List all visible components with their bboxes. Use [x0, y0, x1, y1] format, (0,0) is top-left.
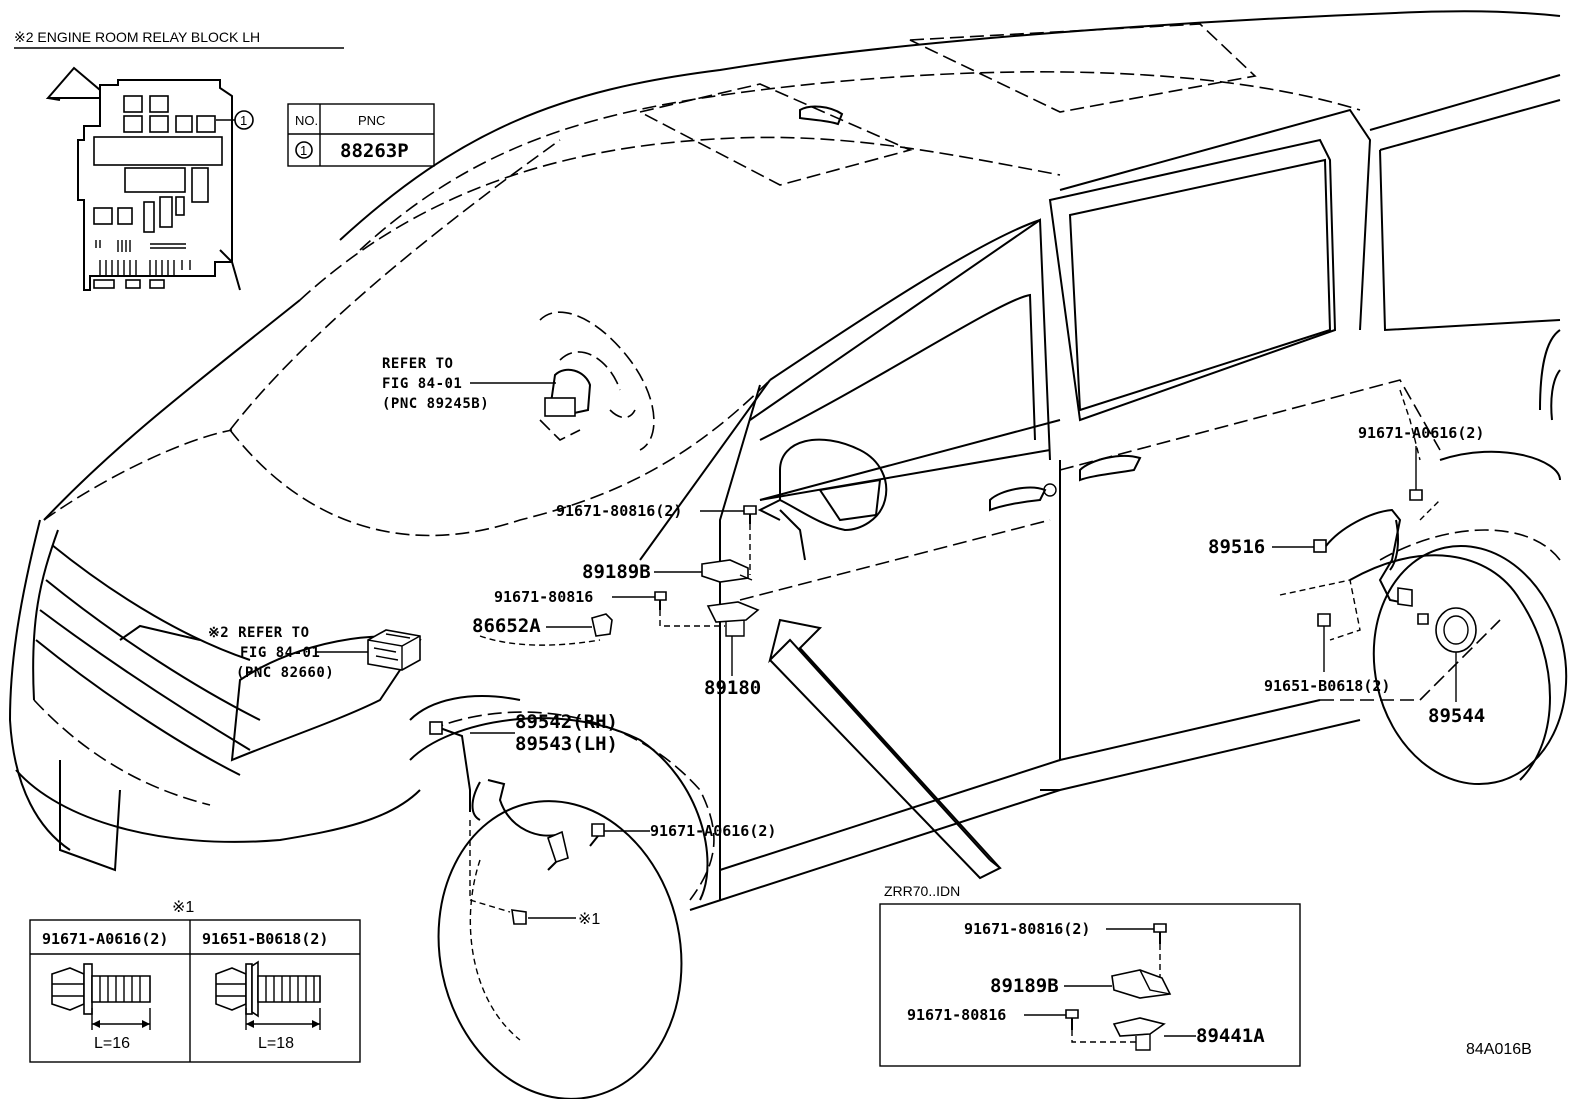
relay-pnc-table: NO. PNC 1 88263P [287, 103, 435, 167]
bolt-icon [1317, 613, 1331, 627]
inset-zrr70: ZRR70..IDN 91671-80816(2) 89189B 91671-8… [879, 883, 1301, 1067]
bolt-a0616-drawing [51, 963, 151, 1030]
table-header-no: NO. [295, 113, 318, 128]
inset-label-bracket: 89189B [990, 975, 1059, 997]
bracket-89180-icon [706, 601, 760, 637]
bolt-icon [1065, 1009, 1079, 1030]
label-marker-x1: ※1 [578, 911, 600, 928]
bolt-table-col2-label: 91651-B0618(2) [202, 930, 328, 948]
vehicle-outline [8, 10, 1568, 1099]
label-bolt-a0616-front: 91671-A0616(2) [650, 822, 776, 840]
bolt-icon [1409, 489, 1423, 501]
sensor-icon [591, 613, 613, 637]
relay-block-title: ※2 ENGINE ROOM RELAY BLOCK LH [14, 29, 260, 45]
inset-label-bolt-a: 91671-80816(2) [964, 920, 1090, 938]
bolt-icon [511, 909, 527, 925]
figure-code: 84A016B [1466, 1041, 1532, 1058]
table-header-pnc: PNC [358, 113, 385, 128]
label-sensor-89542: 89542(RH) [515, 711, 618, 733]
label-sensor-89180: 89180 [704, 677, 761, 699]
bolt-icon [1153, 923, 1167, 944]
inset-label-bracket-b: 89441A [1196, 1025, 1265, 1047]
label-bolt-80816-2: 91671-80816(2) [556, 502, 682, 520]
refer-relay-line2: FIG 84-01 [240, 645, 320, 661]
refer-steering-line2: FIG 84-01 [382, 376, 462, 392]
label-bolt-b0618: 91651-B0618(2) [1264, 677, 1390, 695]
bolt-table-col2-length: L=18 [258, 1035, 294, 1052]
part-steering-sensor-ref: REFER TO FIG 84-01 (PNC 89245B) [382, 356, 556, 412]
label-bolt-a0616-rear: 91671-A0616(2) [1358, 424, 1484, 442]
bracket-icon [1111, 969, 1172, 999]
part-relay-ref: ※2 REFER TO FIG 84-01 (PNC 82660) [208, 625, 421, 681]
label-bracket-89189b: 89189B [582, 561, 651, 583]
pillar-sensor-group: 91671-80816(2) 89189B 91671-80816 86652A [472, 502, 761, 699]
bolt-b0618-drawing [215, 960, 321, 1030]
rear-hub-sensor-icon [1435, 607, 1477, 653]
bolt-table-col1-length: L=16 [94, 1035, 130, 1052]
rear-wheel-sensor-group: 91671-A0616(2) 89516 89544 91651-B0618(2… [1208, 424, 1485, 727]
label-sensor-86652a: 86652A [472, 615, 541, 637]
relay-icon [367, 629, 421, 671]
bolt-table-col1-label: 91671-A0616(2) [42, 930, 168, 948]
bolt-icon [654, 591, 667, 610]
bracket-89441a-icon [1112, 1017, 1166, 1051]
bolt-icon [743, 505, 757, 524]
label-sensor-89544: 89544 [1428, 705, 1485, 727]
refer-relay-line1: ※2 REFER TO [208, 625, 310, 641]
inset-title: ZRR70..IDN [884, 883, 960, 899]
label-sensor-89543: 89543(LH) [515, 733, 618, 755]
table-cell-no: 1 [300, 143, 307, 158]
front-wheel-sensor-group: 89542(RH) 89543(LH) 91671-A0616(2) ※1 [429, 711, 776, 928]
bracket-icon [701, 559, 753, 583]
bolt-icon [589, 823, 605, 847]
refer-relay-line3: (PNC 82660) [236, 665, 334, 681]
relay-marker: 1 [240, 113, 247, 128]
relay-block-drawing: 1 [45, 66, 254, 291]
refer-steering-line3: (PNC 89245B) [382, 396, 489, 412]
refer-steering-line1: REFER TO [382, 356, 453, 372]
bolt-table-title: ※1 [172, 899, 194, 916]
label-wire-89516: 89516 [1208, 536, 1265, 558]
relay-block-panel: ※2 ENGINE ROOM RELAY BLOCK LH [14, 29, 435, 291]
inset-label-bolt-b: 91671-80816 [907, 1006, 1006, 1024]
wire-harness-icon [429, 721, 569, 871]
rear-harness-icon [1313, 508, 1429, 625]
table-cell-pnc: 88263P [340, 140, 409, 162]
label-bolt-80816: 91671-80816 [494, 588, 593, 606]
bolt-table: ※1 91671-A0616(2) 91651-B0618(2) L=16 L=… [29, 899, 361, 1063]
